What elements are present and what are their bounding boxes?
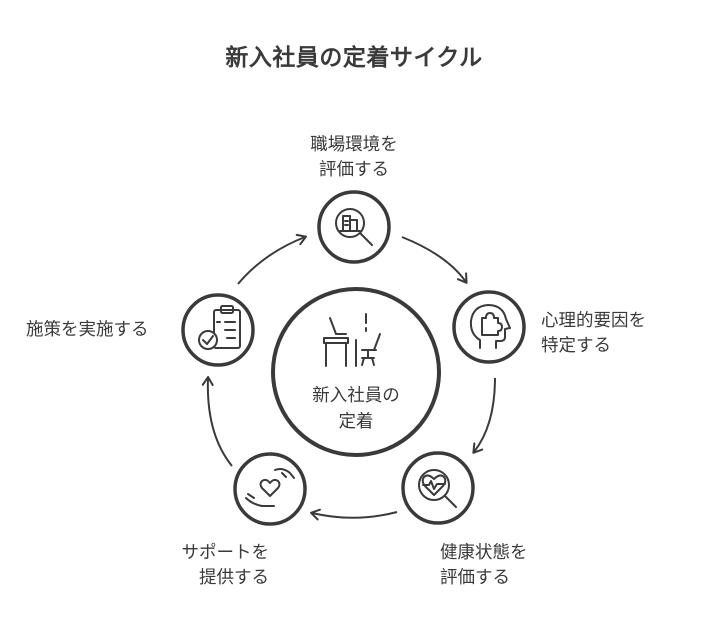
step-node-1: [317, 190, 391, 264]
step-label-4: サポートを 提供する: [159, 541, 270, 591]
step-label-5: 施策を実施する: [26, 318, 149, 343]
step-label-1-line1: 職場環境を: [310, 135, 398, 155]
center-label-line2: 定着: [338, 412, 374, 432]
cycle-arrow-4: [201, 376, 233, 467]
step-label-2: 心理的要因を 特定する: [541, 309, 646, 359]
step-label-3-line1: 健康状態を: [440, 543, 528, 563]
step-label-2-line2: 特定する: [541, 336, 611, 356]
step-node-5: [181, 293, 255, 367]
step-label-1: 職場環境を 評価する: [303, 133, 405, 183]
step-label-4-line1: サポートを: [181, 543, 270, 563]
step-label-3: 健康状態を 評価する: [440, 541, 528, 591]
step-label-2-line1: 心理的要因を: [541, 311, 646, 331]
office-desk-chairs-icon: [323, 313, 381, 367]
cycle-arrow-5: [237, 233, 307, 285]
step-node-3: [401, 451, 475, 525]
step-label-1-line2: 評価する: [319, 160, 389, 180]
heart-magnifier-icon: [418, 469, 457, 508]
step-node-2: [452, 290, 526, 364]
clipboard-check-icon: [198, 305, 241, 350]
step-node-4: [233, 452, 307, 526]
step-label-5-line1: 施策を実施する: [26, 320, 149, 340]
cycle-arrow-3: [310, 508, 398, 521]
cycle-arrow-1: [401, 236, 468, 284]
diagram-title: 新入社員の定着サイクル: [225, 45, 483, 71]
workplace-search-icon: [335, 208, 373, 246]
hands-heart-icon: [245, 468, 295, 507]
step-label-4-line2: 提供する: [199, 568, 269, 588]
step-label-3-line2: 評価する: [440, 568, 510, 588]
center-label-line1: 新入社員の: [312, 386, 400, 406]
cycle-arrow-2: [472, 377, 496, 454]
head-puzzle-icon: [469, 304, 511, 349]
center-label: 新入社員の 定着: [281, 383, 431, 435]
center-circle: [271, 287, 441, 457]
